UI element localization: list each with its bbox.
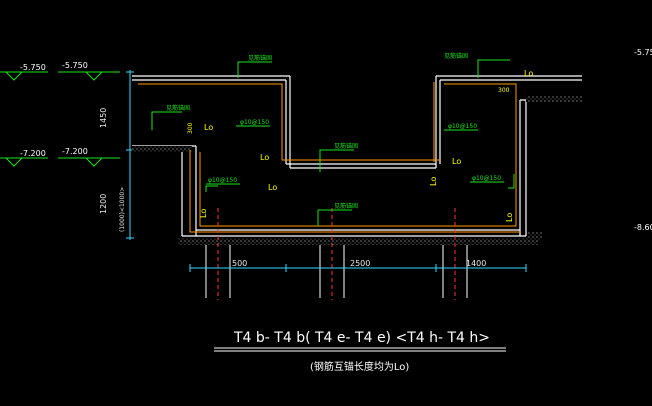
lo-label-2: Lo <box>260 153 269 162</box>
green-leaders <box>151 59 515 226</box>
hatch-right-top <box>526 96 582 102</box>
lo-label-3: Lo <box>268 183 277 192</box>
lo-label-1: Lo <box>204 123 213 132</box>
rebar-note-3: 见筋锚固 <box>334 142 358 150</box>
rebar-note-2: 见筋锚固 <box>166 104 190 112</box>
rebar-note-1: 见筋锚固 <box>248 54 272 62</box>
hatch-right-base <box>528 232 542 240</box>
caption-main: T4 b- T4 b( T4 e- T4 e) <T4 h- T4 h> <box>233 330 490 346</box>
rebar-spacing-4: φ10@150 <box>472 175 501 182</box>
lo-label-6: Lo <box>199 209 208 218</box>
rebar-note-5: 见筋锚固 <box>334 202 358 210</box>
rebar-note-4: 见筋锚固 <box>444 52 468 60</box>
dim-horizontal-right: 1400 <box>466 259 486 268</box>
dim-vertical-upper: 1450 <box>99 108 108 128</box>
pile-centerlines <box>217 208 456 300</box>
elevation-left-top-a: -5.750 <box>20 63 46 72</box>
elevation-left-mid-a: -7.200 <box>20 149 46 158</box>
caption-sub: (钢筋互锚长度均为Lo) <box>310 360 409 373</box>
rebar-spacing-2: φ10@150 <box>448 123 477 130</box>
lo-label-5: Lo <box>524 69 533 78</box>
wall-300-left: 300 <box>187 122 194 134</box>
dim-horizontal-left: 500 <box>232 259 247 268</box>
elevation-left-mid-b: -7.200 <box>62 147 88 156</box>
dim-vertical-lower-alt: (1000)<1000> <box>119 187 126 232</box>
wall-300-right: 300 <box>498 87 510 94</box>
lo-label-4: Lo <box>452 157 461 166</box>
hatch-bottom-base <box>178 238 538 245</box>
horizontal-dimension-line <box>189 264 527 272</box>
elevation-right-top: -5.75 <box>634 48 652 57</box>
vertical-dimension-line <box>126 70 134 240</box>
lo-label-8: Lo <box>505 213 514 222</box>
lo-label-7: Lo <box>429 177 438 186</box>
rebar-lines <box>138 82 520 233</box>
rebar-spacing-1: φ10@150 <box>240 119 269 126</box>
dim-horizontal-mid: 2500 <box>350 259 370 268</box>
left-elevation-markers <box>0 71 120 167</box>
elevation-right-bottom: -8.60 <box>634 223 652 232</box>
dim-vertical-lower: 1200 <box>99 194 108 214</box>
rebar-spacing-3: φ10@150 <box>208 177 237 184</box>
elevation-left-top-b: -5.750 <box>62 61 88 70</box>
hatch-left-step <box>132 146 192 152</box>
piles <box>205 245 468 298</box>
